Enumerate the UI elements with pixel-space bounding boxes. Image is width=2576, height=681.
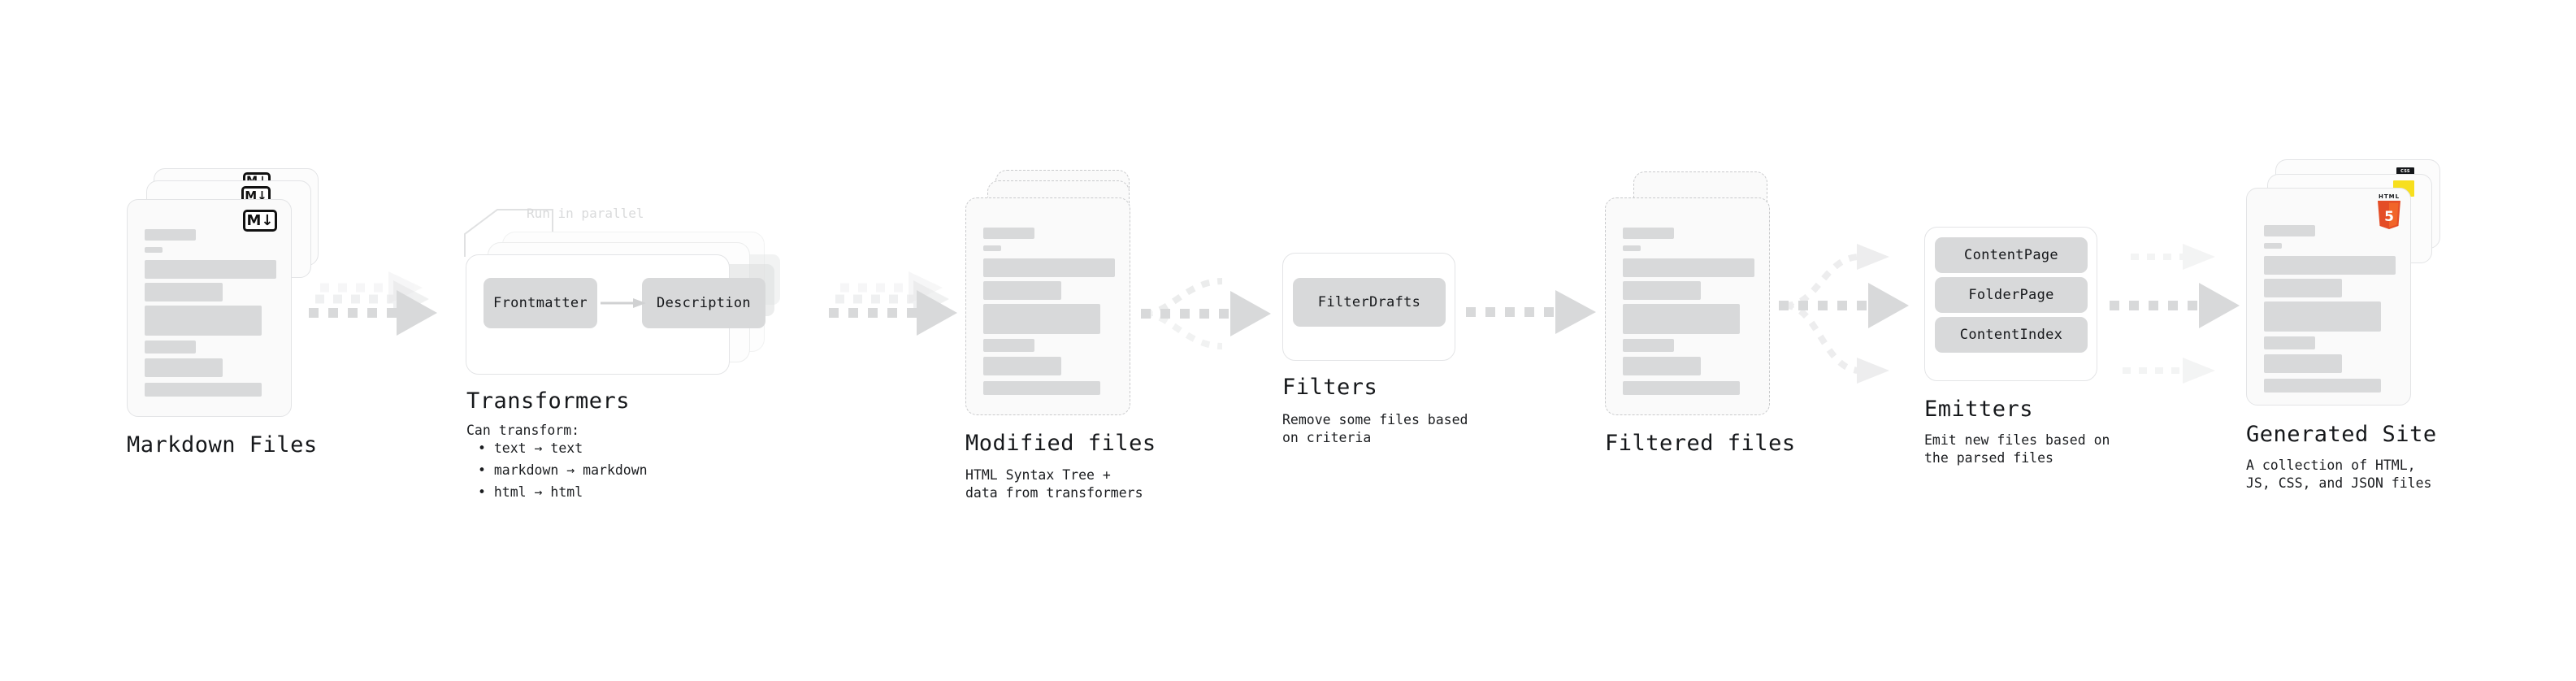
- skeleton-bar: [2264, 379, 2381, 393]
- transformer-pill-description[interactable]: Description: [642, 278, 765, 328]
- filtered-file-card-front: [1605, 197, 1770, 415]
- transformer-pill-label: Frontmatter: [493, 295, 588, 311]
- transformer-pill-frontmatter[interactable]: Frontmatter: [484, 278, 597, 328]
- emitter-pill-label: FolderPage: [1968, 287, 2054, 303]
- arrow-emitters-to-site: [2110, 244, 2240, 384]
- skeleton-bar: [2264, 354, 2342, 373]
- skeleton-bar: [983, 228, 1034, 239]
- skeleton-bar: [145, 260, 276, 279]
- skeleton-bar: [983, 357, 1061, 375]
- skeleton-bar: [1623, 281, 1701, 300]
- skeleton-bar: [983, 381, 1100, 395]
- transformers-caption: Can transform:: [466, 423, 580, 438]
- transformers-bullet-1: • text → text: [478, 440, 583, 456]
- skeleton-bar: [1623, 357, 1701, 375]
- markdown-badge-glyph: M↓: [246, 212, 274, 229]
- transformer-link-arrow: [601, 298, 646, 308]
- arrow-markdown-to-transformers: [309, 271, 437, 336]
- html5-badge-digit: 5: [2384, 209, 2394, 225]
- skeleton-bar: [2264, 256, 2396, 275]
- skeleton-bar: [1623, 245, 1641, 251]
- skeleton-bar: [1623, 304, 1740, 334]
- transformers-bullet-3: • html → html: [478, 484, 583, 500]
- skeleton-bar: [2264, 336, 2315, 349]
- skeleton-bar: [1623, 228, 1674, 239]
- skeleton-bar: [983, 281, 1061, 300]
- transformers-title: Transformers: [466, 388, 631, 414]
- generated-site-caption: A collection of HTML, JS, CSS, and JSON …: [2246, 458, 2432, 491]
- skeleton-bar: [1623, 381, 1740, 395]
- skeleton-bar: [2264, 243, 2282, 249]
- modified-file-card-front: [965, 197, 1130, 415]
- skeleton-bar: [145, 358, 223, 377]
- arrow-transformers-to-modified: [829, 271, 957, 336]
- emitter-pill-contentpage[interactable]: ContentPage: [1935, 237, 2088, 273]
- html5-badge: HTML 5: [2374, 193, 2405, 232]
- filters-caption: Remove some files based on criteria: [1282, 412, 1468, 445]
- generated-site-title: Generated Site: [2246, 422, 2437, 447]
- transformer-pill-label: Description: [657, 295, 751, 311]
- skeleton-bar: [145, 340, 196, 354]
- arrow-filtered-to-emitters: [1779, 244, 1909, 384]
- emitter-pill-contentindex[interactable]: ContentIndex: [1935, 317, 2088, 353]
- modified-files-caption: HTML Syntax Tree + data from transformer…: [965, 467, 1143, 501]
- emitter-pill-label: ContentIndex: [1959, 327, 2063, 343]
- skeleton-bar: [1623, 339, 1674, 352]
- skeleton-bar: [145, 306, 262, 336]
- emitters-title: Emitters: [1924, 397, 2034, 422]
- skeleton-bar: [2264, 301, 2381, 332]
- skeleton-bar: [1623, 258, 1754, 277]
- arrow-filters-to-filtered: [1466, 290, 1596, 334]
- skeleton-bar: [983, 245, 1001, 251]
- markdown-file-card-front: [127, 199, 292, 417]
- filtered-files-title: Filtered files: [1605, 431, 1796, 456]
- filter-pill-filterdrafts[interactable]: FilterDrafts: [1293, 278, 1446, 327]
- skeleton-bar: [145, 283, 223, 301]
- html5-badge-wordmark: HTML: [2378, 193, 2400, 200]
- skeleton-bar: [145, 229, 196, 241]
- markdown-badge-front: M↓: [243, 210, 277, 232]
- markdown-files-title: Markdown Files: [127, 432, 318, 458]
- skeleton-bar: [2264, 279, 2342, 297]
- skeleton-bar: [2264, 225, 2315, 236]
- skeleton-bar: [145, 383, 262, 397]
- emitter-pill-folderpage[interactable]: FolderPage: [1935, 277, 2088, 313]
- skeleton-bar: [983, 304, 1100, 334]
- modified-files-title: Modified files: [965, 431, 1156, 456]
- skeleton-bar: [983, 258, 1115, 277]
- filter-pill-label: FilterDrafts: [1317, 294, 1421, 310]
- filters-title: Filters: [1282, 375, 1378, 400]
- transformers-bullet-2: • markdown → markdown: [478, 462, 648, 478]
- emitter-pill-label: ContentPage: [1964, 247, 2058, 263]
- skeleton-bar: [983, 339, 1034, 352]
- skeleton-bar: [145, 247, 163, 253]
- arrow-modified-to-filters: [1141, 278, 1271, 349]
- run-in-parallel-bracket: [464, 209, 553, 257]
- css3-badge-text: CSS: [2400, 168, 2410, 174]
- run-in-parallel-label: Run in parallel: [527, 206, 644, 221]
- emitters-caption: Emit new files based on the parsed files: [1924, 432, 2110, 466]
